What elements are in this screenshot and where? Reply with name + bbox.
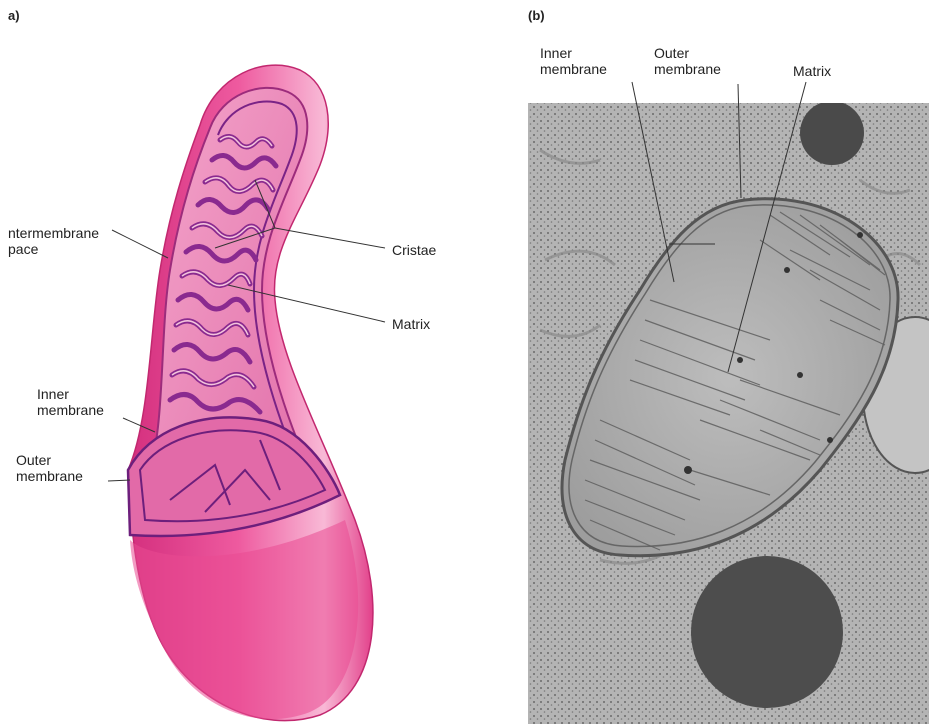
label-inner-a-line2: membrane (37, 402, 104, 418)
dark-granule-bottom (691, 556, 843, 708)
label-outer-b-line1: Outer (654, 45, 721, 61)
label-outer-b-line2: membrane (654, 61, 721, 77)
label-inner-a-line1: Inner (37, 386, 104, 402)
label-inner-b-line1: Inner (540, 45, 607, 61)
dark-granule-top (800, 101, 864, 165)
label-inner-b-line2: membrane (540, 61, 607, 77)
mitochondrion-drawing (108, 65, 385, 721)
label-cristae: Cristae (392, 242, 436, 258)
label-outer-a-line2: membrane (16, 468, 83, 484)
label-intermembrane-space: ntermembrane pace (8, 225, 99, 257)
label-outer-membrane-b: Outer membrane (654, 45, 721, 77)
label-inner-membrane-b: Inner membrane (540, 45, 607, 77)
label-outer-a-line1: Outer (16, 452, 83, 468)
label-intermembrane-line1: ntermembrane (8, 225, 99, 241)
label-matrix-b: Matrix (793, 63, 831, 79)
label-intermembrane-line2: pace (8, 241, 99, 257)
label-inner-membrane-a: Inner membrane (37, 386, 104, 418)
label-matrix-a: Matrix (392, 316, 430, 332)
micrograph (528, 101, 929, 724)
label-outer-membrane-a: Outer membrane (16, 452, 83, 484)
